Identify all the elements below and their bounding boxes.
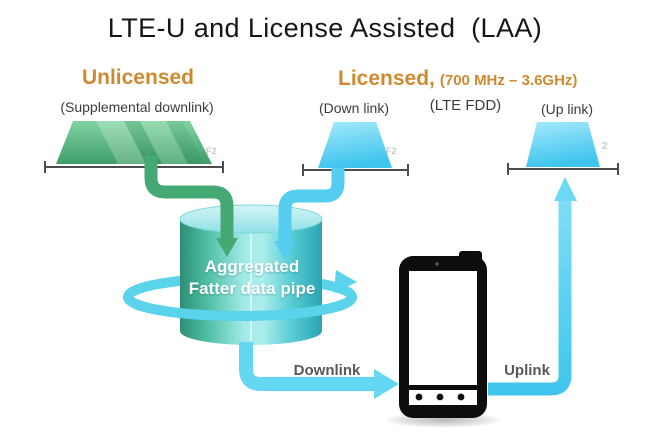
downlink-arrow [239, 342, 399, 399]
downlink-flow-label: Downlink [293, 362, 361, 379]
circulation-arrow-front [123, 270, 357, 321]
downlink-band-marker: F2 [386, 146, 397, 156]
frequency-axis-uplink [507, 163, 619, 175]
downlink-band-label: (Down link) [318, 100, 389, 116]
downlink-band-icon [318, 122, 392, 168]
aggregated-pipe-label: Aggregated Fatter data pipe [167, 256, 337, 300]
unlicensed-band-marker: F2 [206, 146, 217, 156]
uplink-band-label: (Up link) [540, 101, 594, 117]
licensed-heading-text: Licensed, [338, 67, 435, 90]
licensed-downlink-pipe-arrow [274, 168, 345, 260]
licensed-frequency-range: (700 MHz – 3.6GHz) [439, 72, 578, 89]
uplink-band-marker: 2 [602, 141, 608, 152]
lte-fdd-label: (LTE FDD) [429, 97, 502, 114]
aggregated-pipe-label-line1: Aggregated [204, 257, 300, 276]
frequency-axis-unlicensed [44, 161, 224, 173]
uplink-band-icon [526, 122, 600, 167]
unlicensed-heading: Unlicensed [81, 66, 195, 89]
smartphone-icon [399, 251, 487, 418]
unlicensed-downlink-pipe-arrow [144, 156, 238, 257]
uplink-flow-label: Uplink [504, 362, 550, 379]
licensed-heading: Licensed, (700 MHz – 3.6GHz) [338, 67, 577, 91]
slide-title: LTE-U and License Assisted (LAA) [107, 13, 543, 43]
uplink-arrow [488, 177, 577, 396]
unlicensed-band-icon [56, 121, 212, 164]
unlicensed-subtitle: (Supplemental downlink) [60, 99, 214, 115]
frequency-axis-downlink [302, 164, 409, 176]
aggregated-pipe-label-line2: Fatter data pipe [188, 279, 316, 298]
